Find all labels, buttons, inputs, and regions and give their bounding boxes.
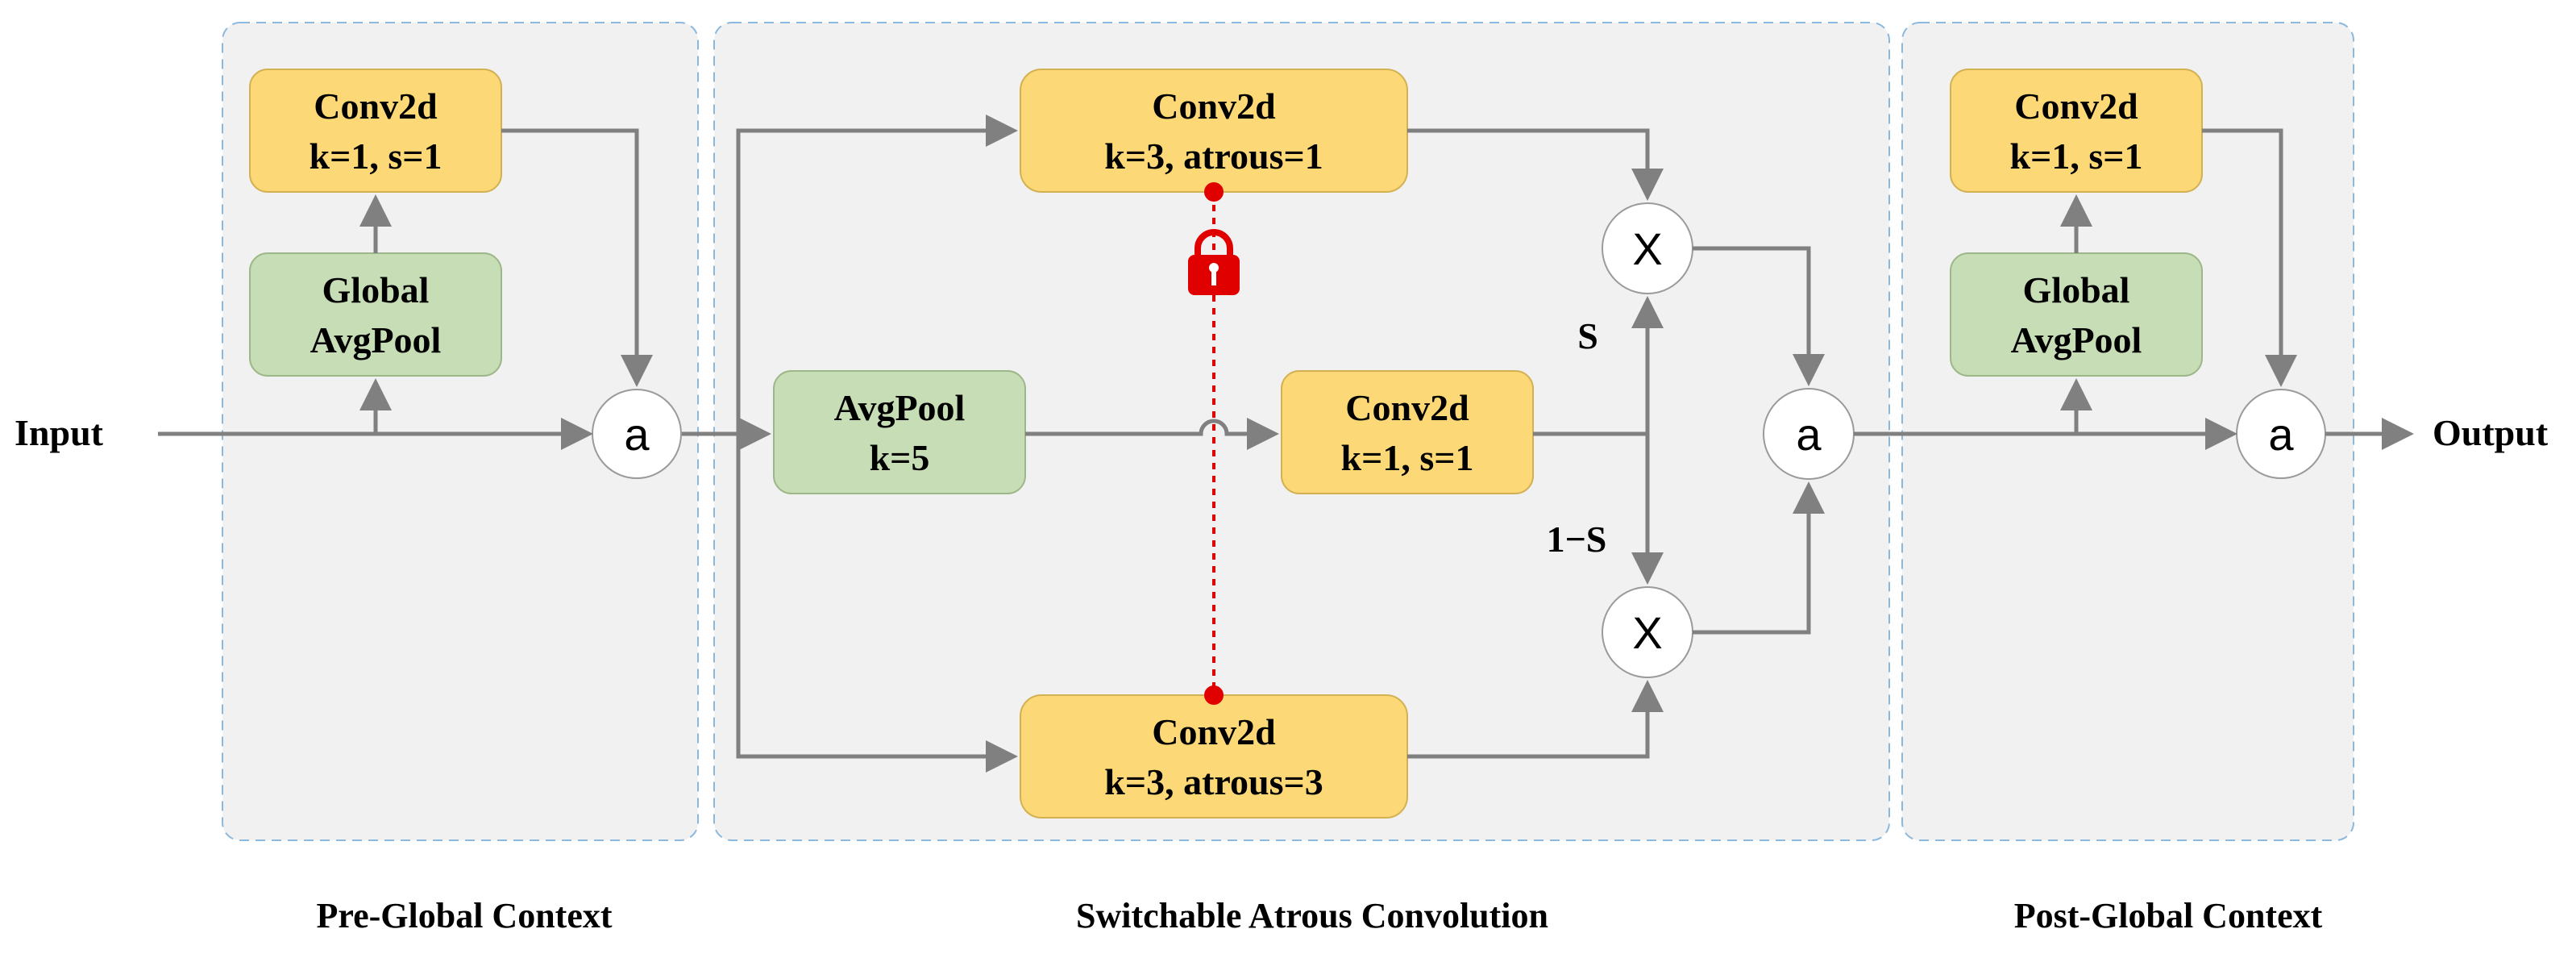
conv-bottom-line1: Conv2d	[1152, 711, 1276, 752]
post-global-combine-node: a	[2236, 389, 2326, 479]
post-global-conv-line2: k=1, s=1	[2010, 135, 2143, 177]
input-label: Input	[15, 412, 104, 453]
post-global-combine-op: a	[2268, 409, 2294, 460]
avgpool-to-conv-arrow	[1025, 418, 1279, 450]
lock-icon	[1188, 229, 1240, 295]
conv-bottom-to-mult-arrow	[1407, 680, 1664, 759]
conv-mid-line2: k=1, s=1	[1341, 437, 1474, 478]
switch-combine-op: a	[1796, 409, 1822, 460]
pre-global-conv-box: Conv2d k=1, s=1	[249, 69, 502, 193]
pre-global-pool-line2: AvgPool	[310, 319, 442, 360]
mult-bottom-to-combine-arrow	[1693, 481, 1825, 635]
post-global-caption: Post-Global Context	[2014, 896, 2323, 935]
switch-label-s: S	[1577, 315, 1598, 356]
pre-global-conv-line1: Conv2d	[314, 85, 438, 127]
weight-share-dot-top	[1204, 182, 1224, 202]
pre-global-caption: Pre-Global Context	[316, 896, 612, 935]
conv-top-to-mult-arrow	[1407, 128, 1664, 201]
post-global-panel	[1901, 22, 2354, 841]
pre-global-panel	[222, 22, 699, 841]
conv-bottom-line2: k=3, atrous=3	[1104, 761, 1323, 802]
sac-top-branch-arrow	[736, 115, 1018, 434]
conv-mid-box: Conv2d k=1, s=1	[1281, 370, 1534, 494]
pre-global-conv-line2: k=1, s=1	[310, 135, 442, 177]
conv-top-box: Conv2d k=3, atrous=1	[1020, 69, 1408, 193]
weight-share-dot-bottom	[1204, 685, 1224, 705]
pre-global-pool-line1: Global	[322, 269, 430, 310]
conv-bottom-box: Conv2d k=3, atrous=3	[1020, 694, 1408, 819]
output-label: Output	[2433, 412, 2549, 453]
post-global-conv-box: Conv2d k=1, s=1	[1950, 69, 2203, 193]
post-global-conv-line1: Conv2d	[2014, 85, 2138, 127]
switch-label-1-minus-s: 1−S	[1547, 519, 1607, 560]
mult-node-top: X	[1602, 202, 1693, 294]
conv-top-line1: Conv2d	[1152, 85, 1276, 127]
post-global-pool-box: Global AvgPool	[1950, 252, 2203, 377]
pre-global-combine-op: a	[624, 409, 650, 460]
mult-op-bottom: X	[1632, 607, 1662, 658]
pre-global-combine-node: a	[592, 389, 682, 479]
post-global-pool-line1: Global	[2023, 269, 2130, 310]
pre-global-pool-box: Global AvgPool	[249, 252, 502, 377]
post-global-conv-out-arrow	[2202, 128, 2297, 387]
avgpool-box: AvgPool k=5	[773, 370, 1026, 494]
switchable-caption: Switchable Atrous Convolution	[1076, 896, 1548, 935]
sac-bottom-branch-arrow	[736, 434, 1018, 773]
switch-combine-node: a	[1763, 388, 1855, 480]
mult-op-top: X	[1632, 223, 1662, 274]
mult-node-bottom: X	[1602, 586, 1693, 678]
avgpool-line1: AvgPool	[834, 387, 966, 428]
avgpool-line2: k=5	[870, 437, 930, 478]
conv-top-line2: k=3, atrous=1	[1104, 135, 1323, 177]
post-global-pool-line2: AvgPool	[2011, 319, 2142, 360]
mult-top-to-combine-arrow	[1693, 246, 1825, 386]
conv-mid-line1: Conv2d	[1345, 387, 1469, 428]
pre-global-conv-out-arrow	[501, 128, 653, 387]
